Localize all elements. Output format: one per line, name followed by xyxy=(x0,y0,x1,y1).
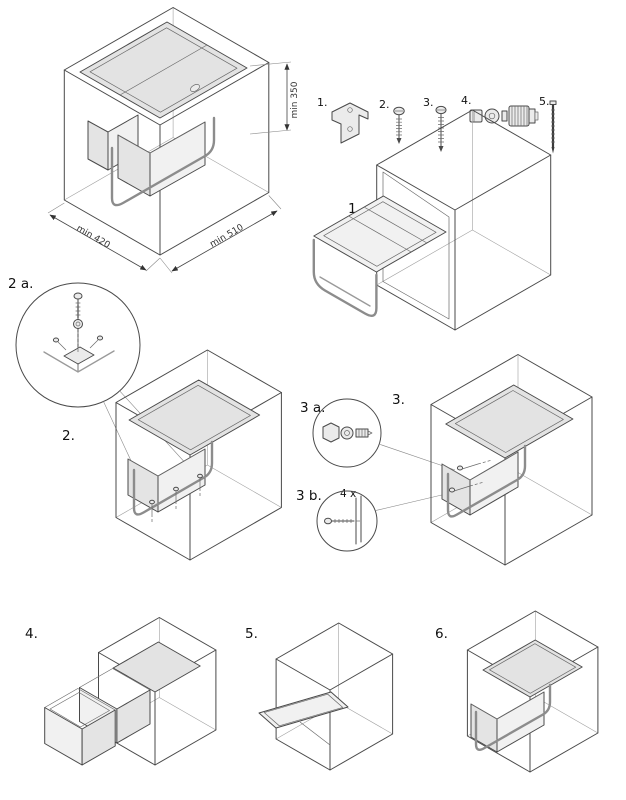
step-5-group: 5. xyxy=(245,622,394,771)
part-2-number: 2. xyxy=(379,98,390,111)
step-2-screws xyxy=(149,473,203,524)
part-4-number: 4. xyxy=(461,94,472,107)
step-2-group: 2. xyxy=(62,349,282,561)
long-screw-icon xyxy=(435,105,447,152)
depth-dimension-label: min 510 xyxy=(208,223,245,250)
lid-knob xyxy=(190,84,200,92)
thin-pin-screw-icon xyxy=(549,100,557,154)
step-3a-group: 3 a. xyxy=(300,398,456,471)
step-3b-group: 3 b. 4 x xyxy=(296,488,447,552)
frame-tube xyxy=(110,116,216,207)
part-1-number: 1. xyxy=(317,96,328,109)
detail-circle-3a xyxy=(312,398,382,468)
step-5-cabinet xyxy=(275,622,394,771)
step-2-unit xyxy=(127,379,261,516)
step-5-front-flap xyxy=(258,691,349,746)
step-3a-label: 3 a. xyxy=(300,400,325,416)
step-3-unit xyxy=(441,384,574,518)
step-6-label: 6. xyxy=(435,626,448,642)
step-6-unit xyxy=(470,639,583,753)
step-3b-label: 3 b. xyxy=(296,488,322,504)
detail-circle-3b xyxy=(316,490,378,552)
overview-drawing: min 350 min 420 min 510 xyxy=(47,7,300,274)
height-dimension-label: min 350 xyxy=(290,81,300,118)
width-dimension-label: min 420 xyxy=(74,224,111,251)
step-1-pullout-frame xyxy=(312,195,447,317)
part-5-number: 5. xyxy=(539,95,550,108)
part-3-number: 3. xyxy=(423,96,434,109)
step-3b-detail xyxy=(324,495,362,545)
step-2a-detail xyxy=(43,292,115,373)
mounting-bracket-icon xyxy=(331,102,369,144)
step-6-group: 6. xyxy=(435,610,599,773)
detail-circle-2a xyxy=(15,282,141,408)
step-1-group: 1. xyxy=(312,109,552,331)
step-1-cabinet xyxy=(376,109,552,331)
step-5-label: 5. xyxy=(245,626,258,642)
parts-list: 1. 2. 3. 4. xyxy=(317,94,557,154)
short-screw-icon xyxy=(393,106,405,144)
step-3-screws xyxy=(448,459,493,493)
step-3-group: 3. xyxy=(392,354,593,566)
step-4-label: 4. xyxy=(25,626,38,642)
step-3-label: 3. xyxy=(392,392,405,408)
overview-waste-bin-unit xyxy=(79,21,248,207)
step-2a-group: 2 a. xyxy=(8,276,200,507)
connector-bolt-icon xyxy=(469,105,539,127)
step-4-bins-pulled-out xyxy=(44,668,151,766)
step-3a-detail xyxy=(322,422,373,443)
step-3b-qty: 4 x xyxy=(340,488,356,500)
step-2-label: 2. xyxy=(62,428,75,444)
step-4-cabinet xyxy=(98,617,217,766)
step-4-group: 4. xyxy=(25,617,217,766)
step-2a-label: 2 a. xyxy=(8,276,33,292)
